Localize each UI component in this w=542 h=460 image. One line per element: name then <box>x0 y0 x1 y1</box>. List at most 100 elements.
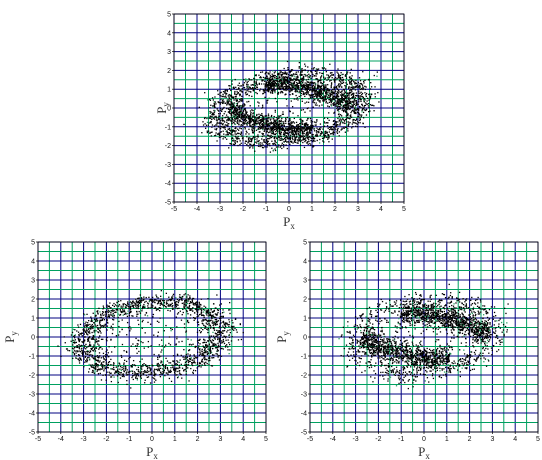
bottom-left-point <box>91 364 93 366</box>
bottom-left-point <box>206 314 208 316</box>
top-point <box>358 108 360 110</box>
top-point <box>219 94 221 96</box>
top-point <box>273 83 276 85</box>
bottom-left-point <box>188 305 191 307</box>
top-point <box>240 124 242 126</box>
bottom-left-point <box>143 363 145 365</box>
top-point <box>265 130 267 132</box>
top-point <box>293 82 295 84</box>
top-point <box>343 95 346 98</box>
bottom-left-point <box>94 365 97 368</box>
top-point <box>343 127 345 129</box>
top-point <box>230 95 232 97</box>
top-point <box>341 93 343 95</box>
top-point <box>311 124 314 127</box>
top-point <box>246 143 248 146</box>
top-point <box>337 124 339 126</box>
top-point <box>259 119 261 122</box>
top-point <box>309 95 311 97</box>
top-point <box>293 98 295 100</box>
top-point <box>288 125 290 128</box>
top-point <box>238 105 240 107</box>
bottom-left-point <box>93 344 95 346</box>
top-point <box>236 104 238 106</box>
top-point <box>346 105 348 107</box>
top-point <box>311 133 313 136</box>
top-point <box>368 93 370 96</box>
bottom-left-point <box>95 363 97 365</box>
top-point <box>364 126 366 128</box>
top-point <box>332 104 335 106</box>
bottom-left-point <box>97 366 99 368</box>
top-point <box>236 115 239 118</box>
bottom-left-point <box>186 359 189 361</box>
top-point <box>215 119 218 121</box>
bottom-left-point <box>209 340 212 342</box>
top-point <box>297 91 299 94</box>
top-point <box>214 106 216 108</box>
top-point <box>245 91 247 94</box>
bottom-left-point <box>90 354 92 356</box>
bottom-left-point <box>197 309 200 311</box>
bottom-left-point <box>204 354 206 357</box>
top-point <box>294 138 296 140</box>
top-point <box>228 108 230 111</box>
top-point <box>324 68 327 70</box>
top-point <box>234 141 236 144</box>
top-point <box>309 81 311 84</box>
bottom-left-point <box>229 309 231 311</box>
top-point <box>316 68 318 70</box>
bottom-left-point <box>114 304 117 306</box>
top-point <box>347 113 349 116</box>
top-ytick-label: 3 <box>167 49 171 56</box>
top-point <box>314 70 317 72</box>
bottom-left-point <box>194 362 196 364</box>
top-point <box>340 81 342 83</box>
bottom-left-point <box>198 354 201 356</box>
bottom-left-point <box>108 310 110 313</box>
top-point <box>369 95 371 98</box>
bottom-left-point <box>206 351 208 353</box>
top-point <box>287 80 289 82</box>
top-point <box>286 85 288 87</box>
top-point <box>341 79 343 81</box>
top-point <box>307 124 309 126</box>
top-point <box>277 82 279 85</box>
bottom-left-point <box>199 343 201 345</box>
top-point <box>330 74 333 76</box>
top-point <box>310 121 312 123</box>
top-point <box>257 128 259 131</box>
top-point <box>230 133 232 135</box>
bottom-left-point <box>117 372 120 375</box>
top-point <box>231 138 233 140</box>
bottom-left-point <box>91 354 94 356</box>
top-point <box>353 110 355 112</box>
top-point <box>333 123 335 126</box>
bottom-left-point <box>110 364 112 366</box>
bottom-left-point <box>117 313 120 315</box>
bottom-left-point <box>220 347 222 350</box>
top-point <box>295 78 297 81</box>
bottom-left-point <box>185 367 187 369</box>
top-point <box>338 100 340 102</box>
top-point <box>268 81 270 83</box>
bottom-left-point <box>78 338 80 340</box>
top-point <box>278 115 281 117</box>
bottom-left-point <box>219 320 222 322</box>
top-point <box>308 73 310 75</box>
top-point <box>235 113 237 115</box>
top-point <box>300 129 303 131</box>
top-point <box>243 104 246 106</box>
top-point <box>304 65 307 67</box>
bottom-left-point <box>222 309 224 311</box>
bottom-left-point <box>214 321 216 323</box>
top-point <box>286 80 288 82</box>
top-point <box>358 115 360 118</box>
top-point <box>266 90 269 92</box>
bottom-left-point <box>201 359 203 361</box>
top-point <box>269 135 271 137</box>
top-point <box>233 140 235 142</box>
bottom-left-point <box>227 349 229 351</box>
bottom-left-point <box>138 299 141 302</box>
top-point <box>319 72 321 74</box>
